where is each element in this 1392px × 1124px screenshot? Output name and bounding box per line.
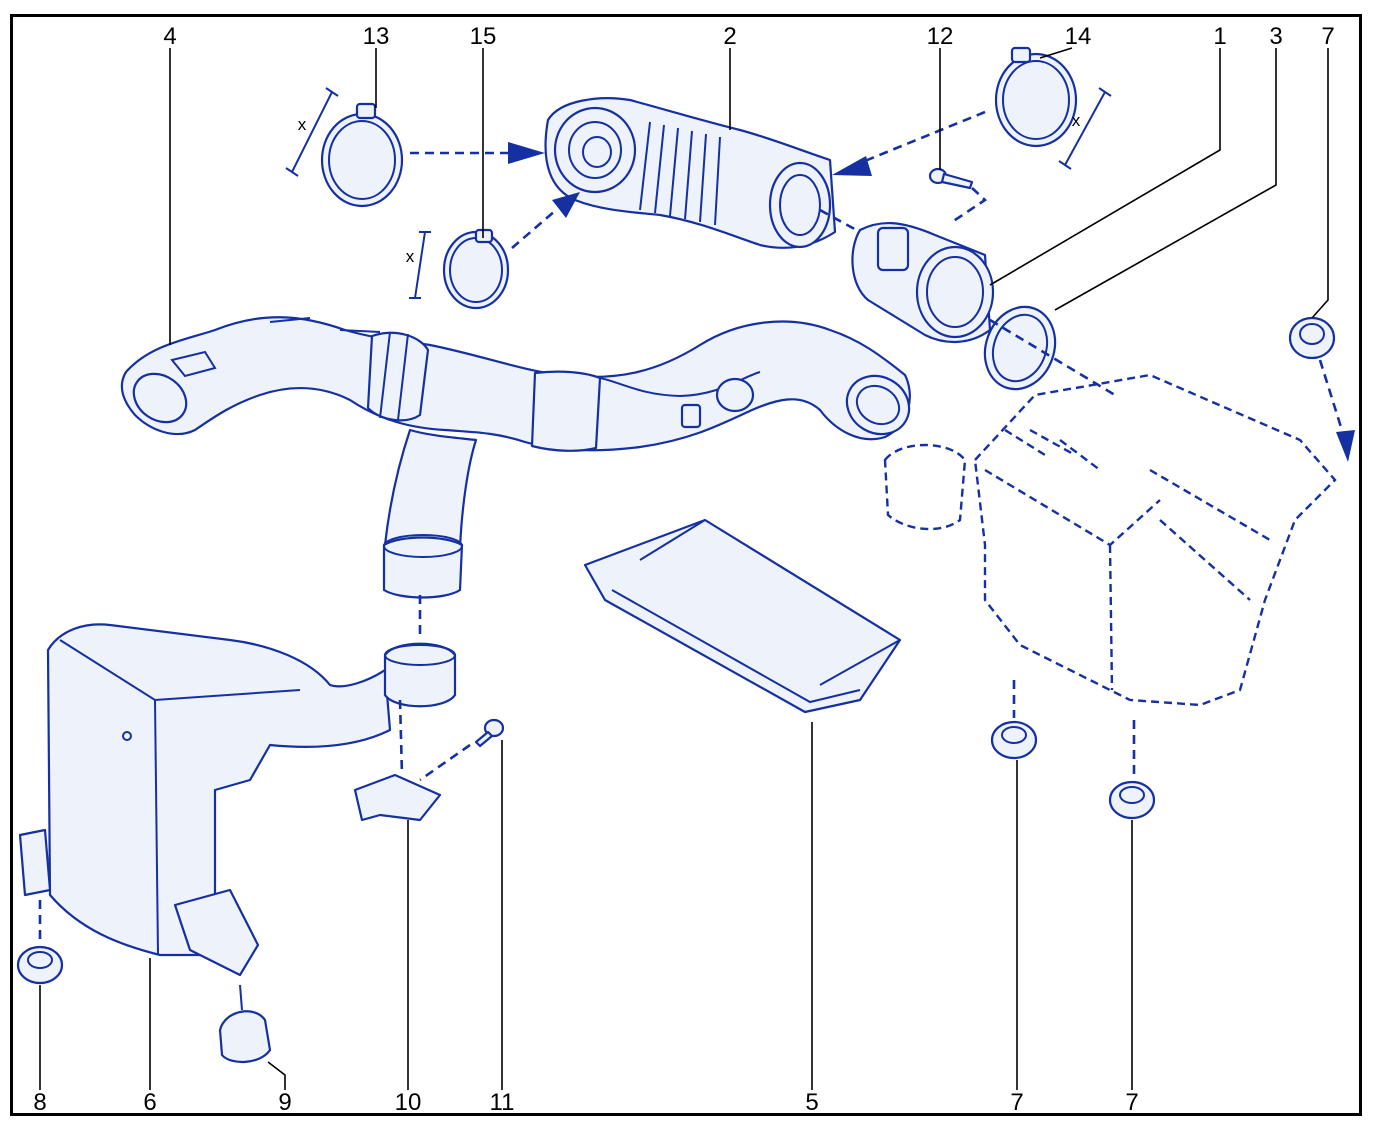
leader-lines <box>39 47 1329 1090</box>
callout-10: 10 <box>395 1089 422 1116</box>
callout-5: 5 <box>805 1089 818 1116</box>
part-9-mount-pad <box>218 984 272 1063</box>
dimension-mark-13: x <box>298 115 307 134</box>
callout-7-bottom-left: 7 <box>1010 1089 1023 1116</box>
part-6-resonator-housing <box>18 623 457 977</box>
callout-7-bottom-right: 7 <box>1125 1089 1138 1116</box>
part-15-hose-clamp <box>409 228 510 310</box>
callout-2: 2 <box>723 23 736 50</box>
part-2-flex-hose <box>544 97 837 249</box>
callout-1: 1 <box>1213 23 1226 50</box>
part-13-hose-clamp <box>285 87 404 208</box>
part-1-air-mass-meter <box>851 221 995 344</box>
callout-12: 12 <box>927 23 954 50</box>
callout-14: 14 <box>1065 23 1092 50</box>
callout-4: 4 <box>163 23 176 50</box>
part-12-screw <box>928 167 974 190</box>
dimension-mark-15: x <box>406 247 415 266</box>
callout-6: 6 <box>143 1089 156 1116</box>
callout-11: 11 <box>490 1089 515 1116</box>
callout-3: 3 <box>1269 23 1282 50</box>
part-4-intake-duct <box>120 316 911 599</box>
part-7-grommet-upper <box>1288 316 1336 360</box>
part-10-bracket <box>353 773 442 822</box>
air-filter-housing-phantom <box>883 373 1337 707</box>
assembly-arrows <box>508 142 1355 462</box>
part-14-hose-clamp <box>994 46 1112 170</box>
callout-7-top: 7 <box>1321 23 1334 50</box>
part-7-grommet-lower-right <box>1108 780 1156 820</box>
part-11-screw <box>474 718 505 748</box>
callout-9: 9 <box>278 1089 291 1116</box>
dimension-mark-14: x <box>1072 111 1081 130</box>
part-5-filter-element <box>583 518 902 714</box>
callout-15: 15 <box>470 23 497 50</box>
part-7-grommet-lower-left <box>990 720 1038 760</box>
callout-8: 8 <box>33 1089 46 1116</box>
callout-13: 13 <box>363 23 390 50</box>
assembly-lines <box>38 110 1347 945</box>
part-3-seal-ring <box>983 305 1057 391</box>
part-8-grommet <box>16 945 64 985</box>
